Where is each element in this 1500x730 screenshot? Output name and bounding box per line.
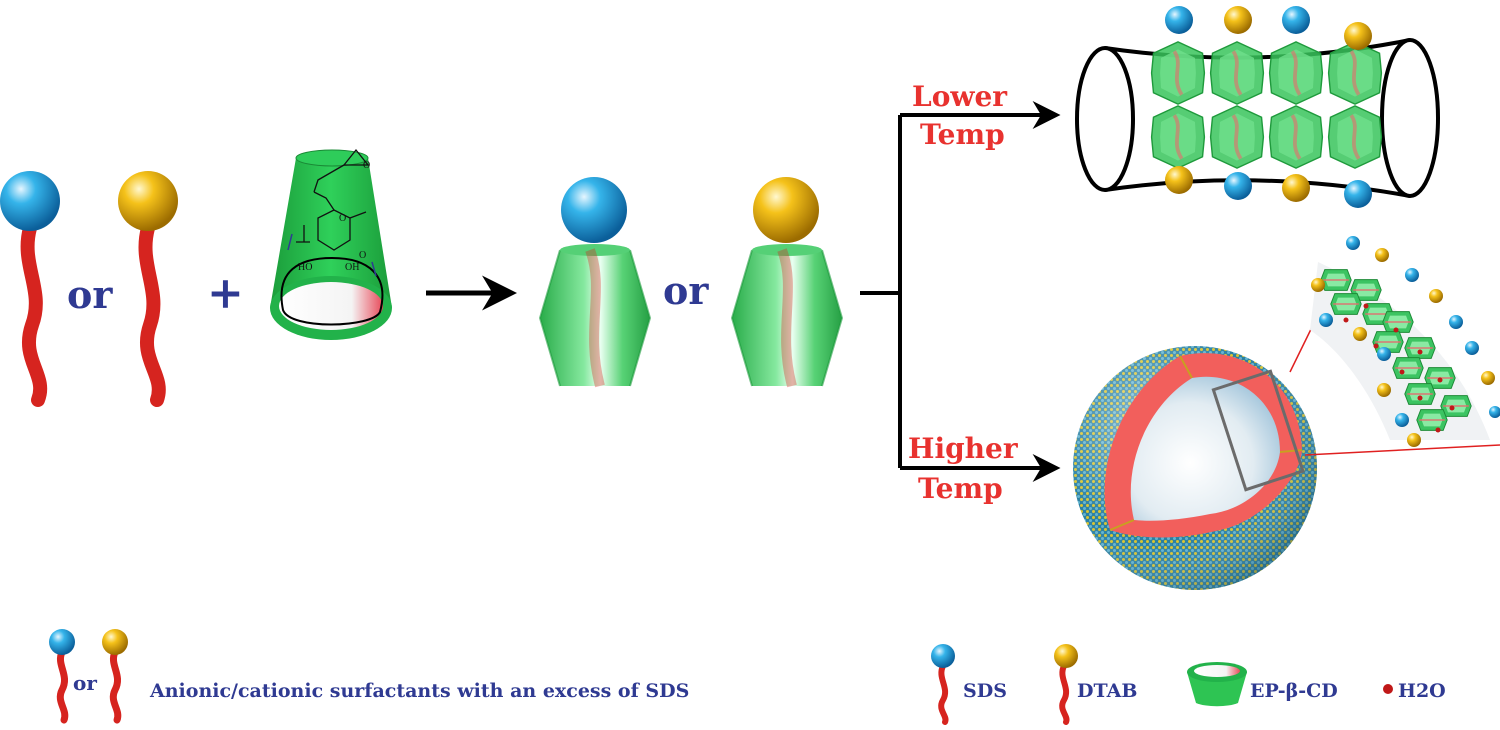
tubular-aggregate [1075,6,1440,208]
legend-dtab: DTAB [1077,680,1137,702]
sds-inclusion-complex [538,177,652,388]
chem-oh: OH [345,262,359,273]
higher-temp-label-2: Temp [918,472,1003,505]
vesicle-aggregate [1073,269,1500,590]
legend-h2o: H2O [1398,680,1446,702]
chem-o-link: O [359,250,366,261]
bilayer-zoom [1310,236,1500,447]
dtab-inclusion-complex [730,177,844,388]
legend-water-dot [1383,684,1393,694]
or-label-1: or [67,272,113,317]
branch-connector [860,101,1061,482]
lower-temp-label-1: Lower [912,80,1008,113]
chem-o-ring: O [339,213,346,224]
legend-surfactant-desc: Anionic/cationic surfactants with an exc… [149,680,689,702]
chem-o-epoxide: O [363,160,370,171]
or-label-2: or [663,268,709,313]
lower-temp-label-2: Temp [920,118,1005,151]
plus-sign: + [207,268,244,319]
dtab-surfactant [118,171,178,407]
legend-ep-cd: EP-β-CD [1250,680,1338,702]
legend-surfactant-pair [49,629,128,724]
legend-dtab-icon [1054,644,1078,725]
chem-ho: HO [298,262,312,273]
legend-or: or [73,671,97,695]
legend-sds-icon [931,644,955,725]
legend-sds: SDS [963,680,1007,702]
higher-temp-label-1: Higher [908,432,1019,465]
ep-cyclodextrin: O O O HO OH [270,148,392,340]
sds-surfactant [0,171,60,407]
legend-cd-icon [1187,662,1247,707]
